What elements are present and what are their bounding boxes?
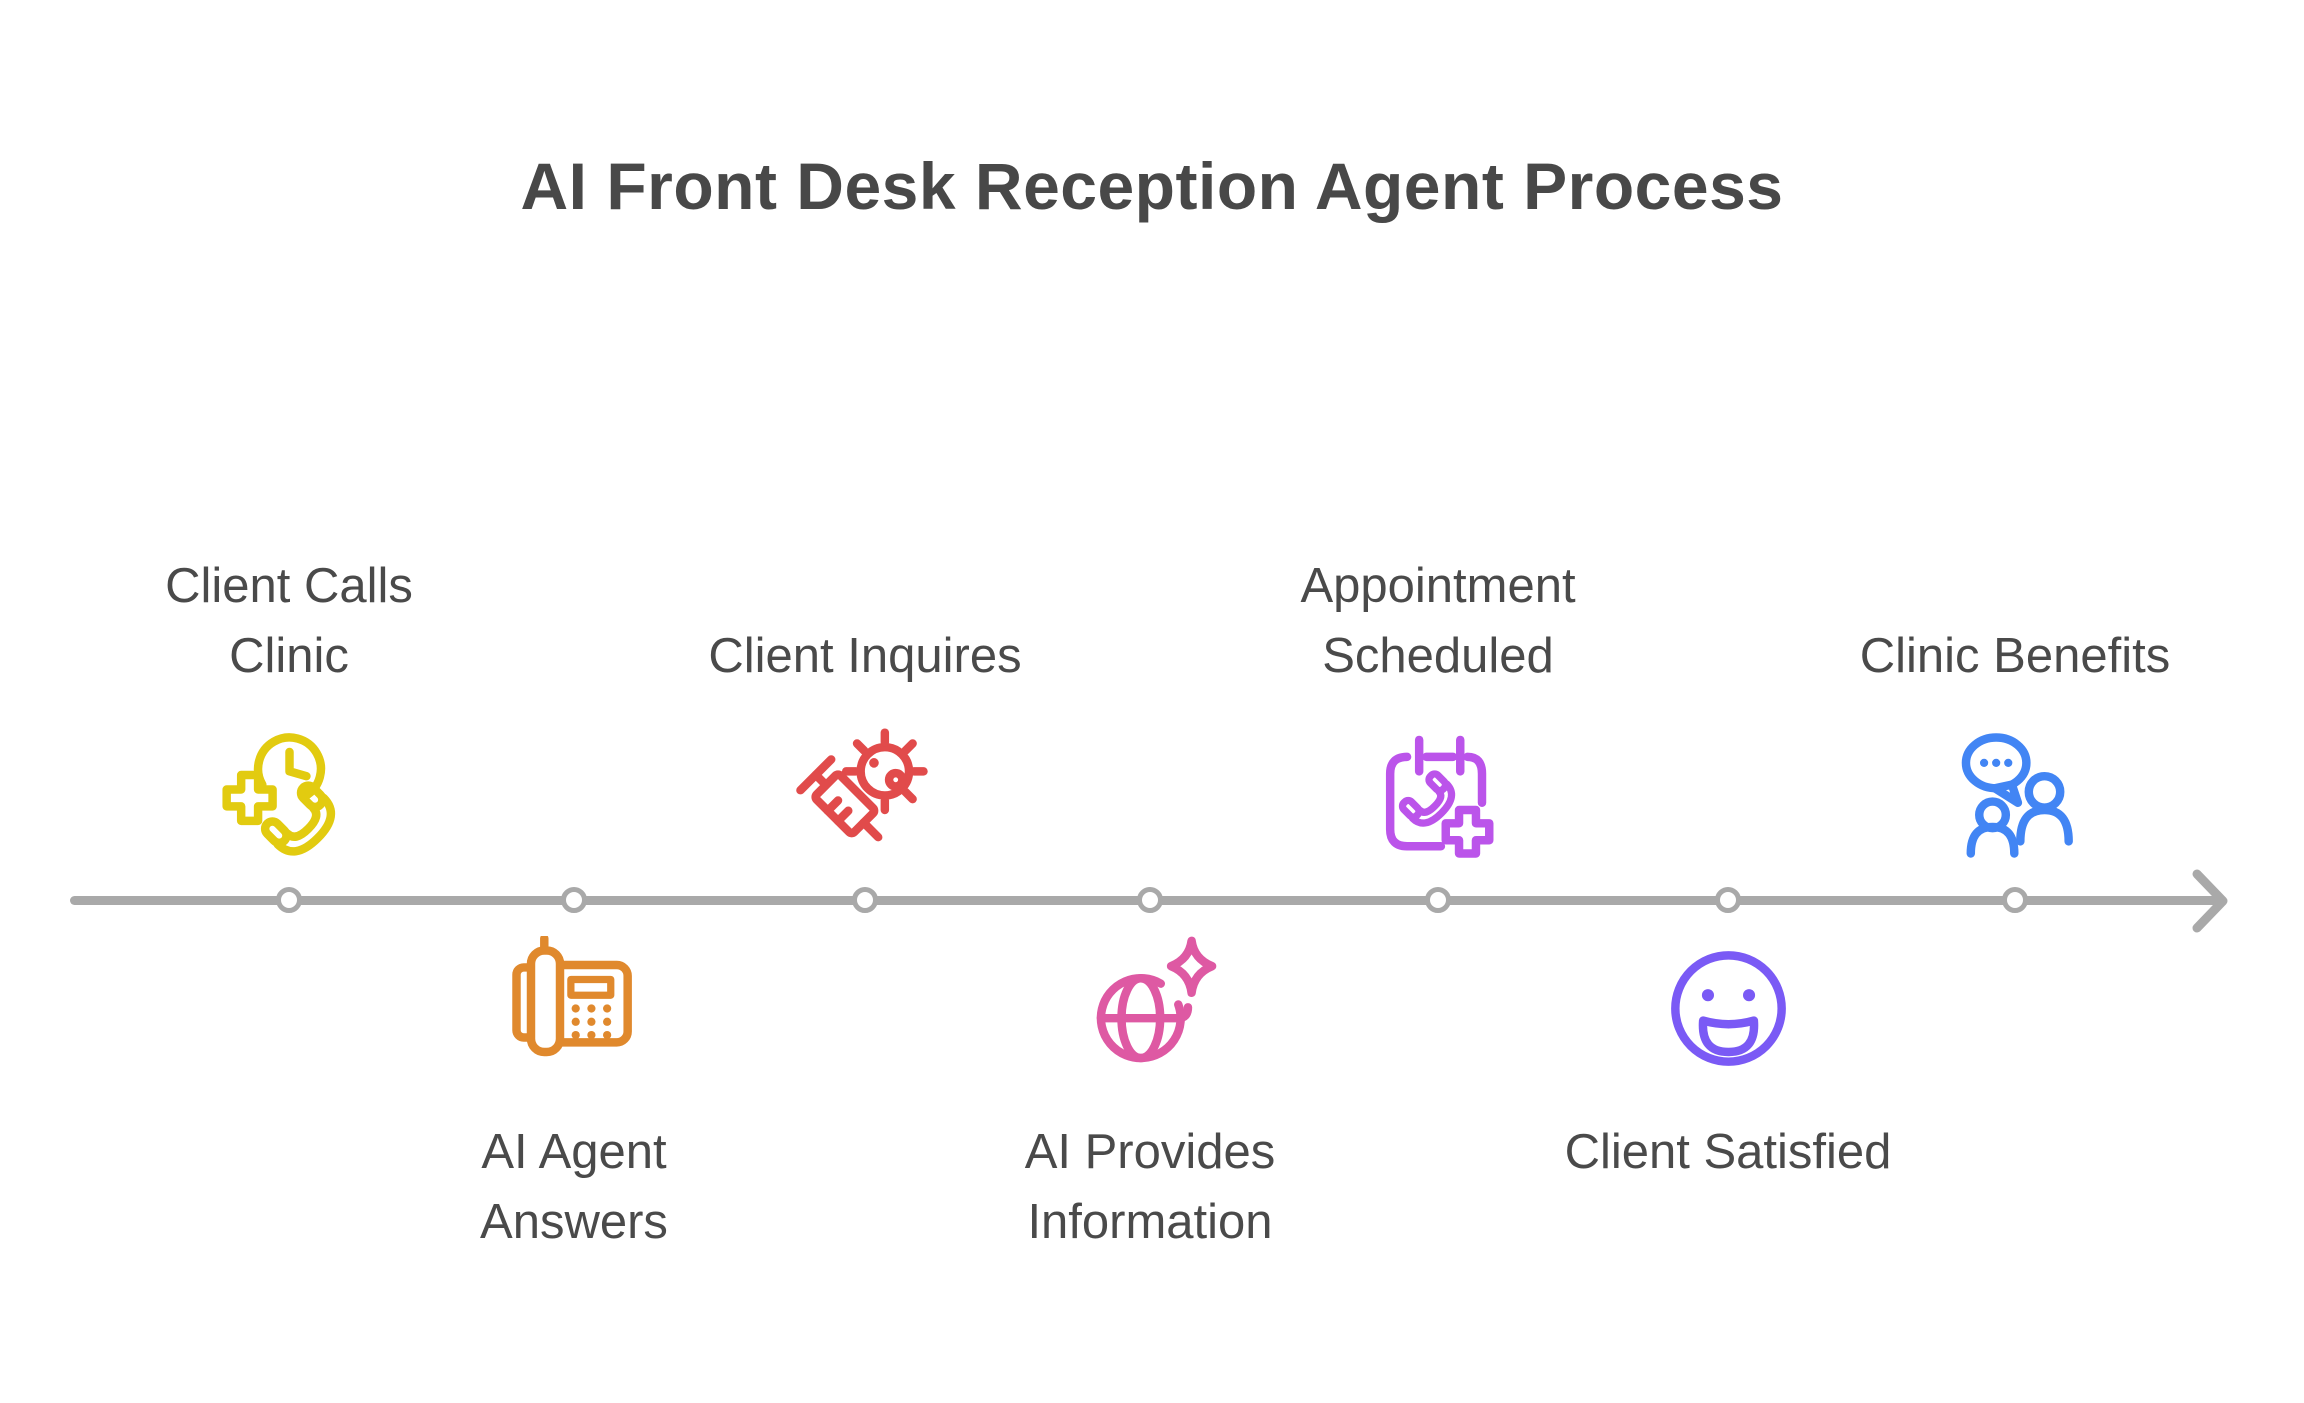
page-title: AI Front Desk Reception Agent Process xyxy=(520,149,1784,223)
syringe-virus-icon xyxy=(793,723,938,868)
step-appointment-scheduled: Appointment Scheduled xyxy=(1208,551,1668,868)
step-ai-provides-information: AI Provides Information xyxy=(920,936,1380,1257)
timeline-node xyxy=(1715,887,1741,913)
timeline-node xyxy=(1137,887,1163,913)
step-client-inquires: Client Inquires xyxy=(635,621,1095,868)
timeline-node xyxy=(276,887,302,913)
step-label: Clinic Benefits xyxy=(1859,629,2171,683)
timeline-arrowhead-icon xyxy=(2192,869,2228,933)
step-clinic-benefits: Clinic Benefits xyxy=(1785,621,2245,868)
step-label: AI Provides Information xyxy=(1024,1125,1276,1249)
step-ai-agent-answers: AI Agent Answers xyxy=(344,936,804,1257)
phone-clock-medical-icon xyxy=(217,723,362,868)
timeline-node xyxy=(852,887,878,913)
timeline-node xyxy=(1425,887,1451,913)
people-chat-icon xyxy=(1943,723,2088,868)
step-label: Client Calls Clinic xyxy=(165,559,413,683)
desk-phone-icon xyxy=(502,936,647,1081)
step-label: Appointment Scheduled xyxy=(1300,559,1576,683)
timeline-node xyxy=(561,887,587,913)
calendar-phone-plus-icon xyxy=(1366,723,1511,868)
smiley-face-icon xyxy=(1656,936,1801,1081)
step-client-calls-clinic: Client Calls Clinic xyxy=(59,551,519,868)
step-label: Client Satisfied xyxy=(1564,1125,1892,1179)
globe-sparkle-icon xyxy=(1078,936,1223,1081)
step-label: Client Inquires xyxy=(708,629,1022,683)
step-client-satisfied: Client Satisfied xyxy=(1498,936,1958,1187)
timeline-node xyxy=(2002,887,2028,913)
step-label: AI Agent Answers xyxy=(480,1125,668,1249)
